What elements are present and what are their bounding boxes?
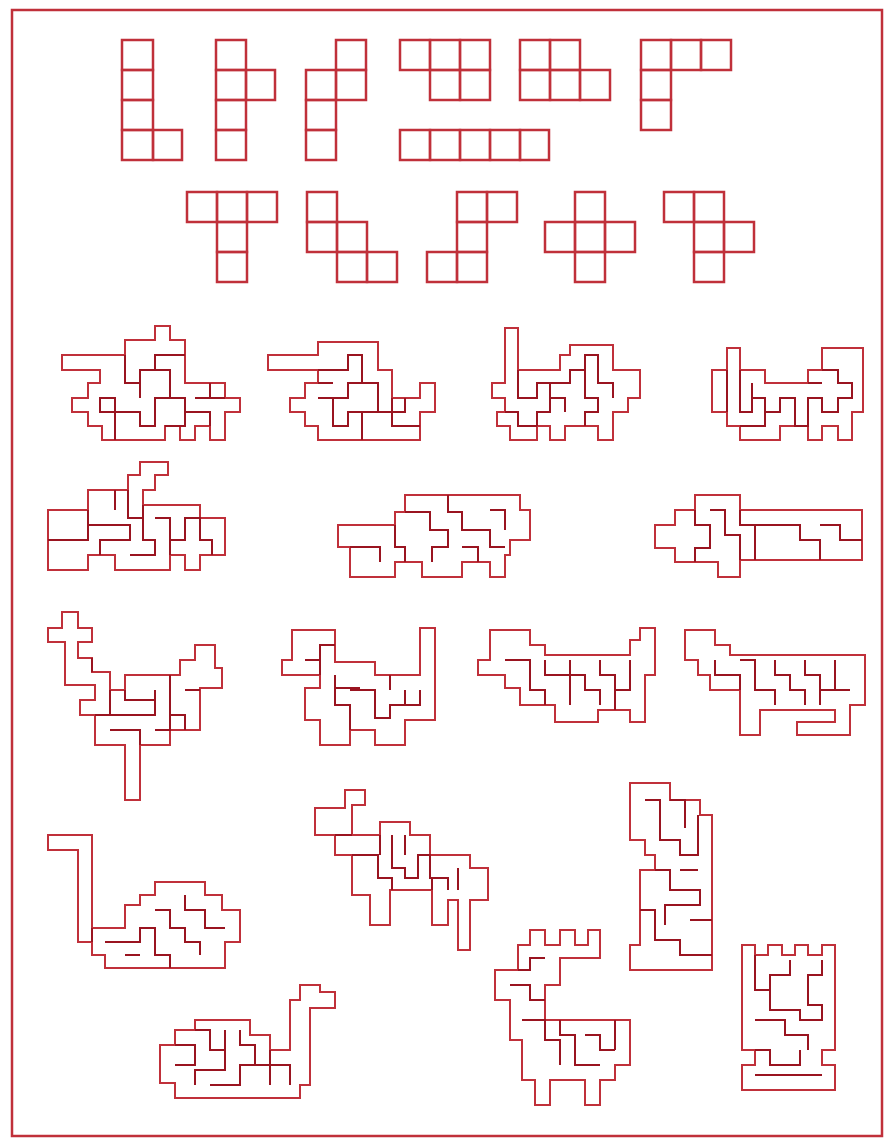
pentomino-Z	[427, 192, 517, 282]
pentomino-P	[400, 40, 490, 100]
pentomino-F2	[664, 192, 754, 282]
figure-swan	[48, 835, 240, 968]
pentomino-X	[545, 192, 635, 282]
figure-tank-6	[338, 495, 530, 577]
figure-tank-1	[62, 326, 240, 440]
figure-tank-3	[492, 328, 640, 440]
pentomino-Y	[216, 40, 275, 160]
pentomino-L	[122, 40, 182, 160]
pentomino-F	[641, 40, 731, 130]
figure-tank-5	[48, 462, 225, 570]
pentomino-P2	[520, 40, 610, 100]
pentomino-I	[400, 130, 549, 160]
figure-giraffe	[630, 783, 712, 970]
figure-cow	[685, 630, 865, 735]
figure-cat	[478, 628, 655, 722]
figure-deer	[495, 930, 630, 1105]
pentomino-W	[307, 192, 397, 282]
figure-camel	[315, 790, 488, 950]
figure-dog	[282, 628, 435, 745]
pentomino-T	[187, 192, 277, 282]
figure-tank-2	[268, 342, 435, 440]
figure-castle-tower	[742, 945, 835, 1090]
figure-dinosaur	[160, 985, 335, 1098]
pentomino-N	[306, 40, 366, 160]
figure-tank-7	[655, 495, 862, 577]
figure-ostrich	[48, 612, 222, 800]
figure-tank-4	[712, 348, 863, 440]
